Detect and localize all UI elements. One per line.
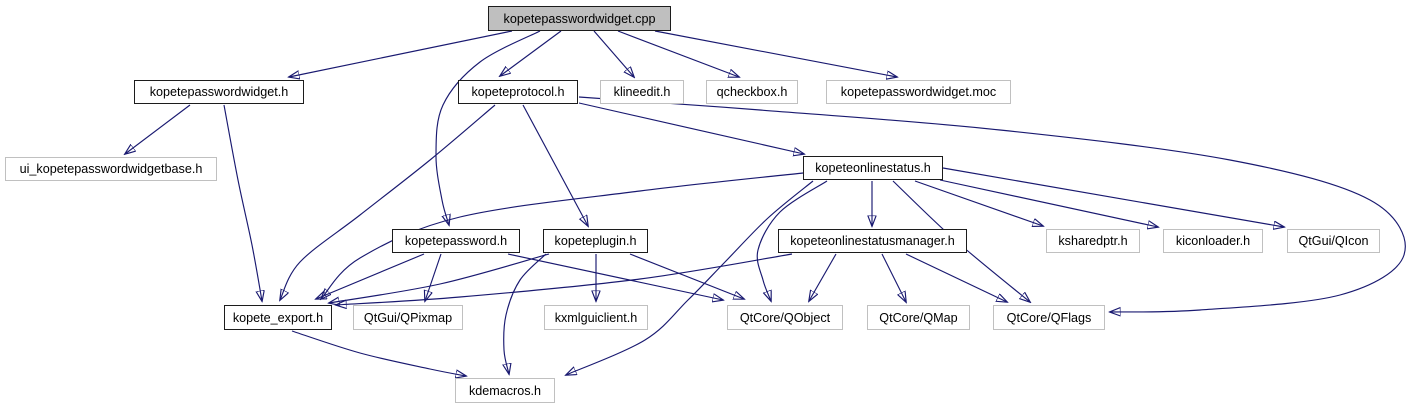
node-kdemacros: kdemacros.h xyxy=(455,378,555,403)
edge-manager-export xyxy=(336,253,793,305)
node-qflags: QtCore/QFlags xyxy=(993,305,1105,330)
edge-cpp-klineedit xyxy=(593,30,634,77)
edge-protocol-plugin xyxy=(522,104,588,226)
edge-manager-qflags xyxy=(905,253,1007,302)
edge-onlinestatus-qicon xyxy=(942,167,1284,227)
node-label-moc: kopetepasswordwidget.moc xyxy=(840,85,997,99)
edge-cpp-qcheckbox xyxy=(617,30,739,77)
node-label-qmap: QtCore/QMap xyxy=(879,310,958,325)
edge-protocol-export xyxy=(280,104,496,300)
node-label-qcheckbox: qcheckbox.h xyxy=(716,85,788,99)
node-export[interactable]: kopete_export.h xyxy=(224,305,332,330)
node-label-kiconloader: kiconloader.h xyxy=(1175,234,1251,248)
node-protocol[interactable]: kopeteprotocol.h xyxy=(458,80,578,104)
node-label-protocol: kopeteprotocol.h xyxy=(471,85,565,99)
node-qobject: QtCore/QObject xyxy=(727,305,843,330)
edge-export-kdemacros xyxy=(291,330,466,376)
edge-plugin-qobject xyxy=(629,253,744,299)
edge-cpp-protocol xyxy=(500,30,562,76)
node-label-qpixmap: QtGui/QPixmap xyxy=(363,310,453,325)
node-label-manager: kopeteonlinestatusmanager.h xyxy=(790,234,955,248)
node-kiconloader: kiconloader.h xyxy=(1163,229,1263,253)
node-label-kxmlguiclient: kxmlguiclient.h xyxy=(554,310,638,325)
node-qicon: QtGui/QIcon xyxy=(1287,229,1380,253)
edge-onlinestatus-ksharedptr xyxy=(914,180,1043,226)
node-label-qicon: QtGui/QIcon xyxy=(1298,234,1369,248)
node-ksharedptr: ksharedptr.h xyxy=(1046,229,1140,253)
node-label-ui_base: ui_kopetepasswordwidgetbase.h xyxy=(19,162,203,176)
edge-pwwidget_h-ui_base xyxy=(125,104,191,154)
node-label-cpp: kopetepasswordwidget.cpp xyxy=(503,11,656,26)
node-label-qobject: QtCore/QObject xyxy=(739,310,831,325)
node-label-klineedit: klineedit.h xyxy=(613,85,671,99)
node-moc: kopetepasswordwidget.moc xyxy=(826,80,1011,104)
edge-protocol-onlinestatus xyxy=(578,102,804,154)
edge-onlinestatus-export xyxy=(321,172,804,299)
edge-plugin-export xyxy=(329,253,550,303)
edge-manager-qobject xyxy=(809,253,837,301)
node-label-password: kopetepassword.h xyxy=(404,234,508,248)
node-password[interactable]: kopetepassword.h xyxy=(392,229,520,253)
edge-cpp-moc xyxy=(654,30,897,77)
node-cpp[interactable]: kopetepasswordwidget.cpp xyxy=(488,6,671,31)
edge-pwwidget_h-export xyxy=(223,104,262,301)
edges-group xyxy=(125,30,1406,376)
edge-plugin-kdemacros xyxy=(504,253,547,374)
node-klineedit: klineedit.h xyxy=(600,80,684,104)
node-label-kdemacros: kdemacros.h xyxy=(468,383,542,398)
node-ui_base: ui_kopetepasswordwidgetbase.h xyxy=(5,157,217,181)
node-pwwidget_h[interactable]: kopetepasswordwidget.h xyxy=(134,80,304,104)
edge-cpp-password xyxy=(435,30,541,225)
node-qmap: QtCore/QMap xyxy=(867,305,970,330)
node-label-plugin: kopeteplugin.h xyxy=(554,234,637,248)
edge-password-export xyxy=(316,253,425,299)
node-qcheckbox: qcheckbox.h xyxy=(706,80,798,104)
node-kxmlguiclient: kxmlguiclient.h xyxy=(544,305,648,330)
edge-password-qobject xyxy=(507,253,723,300)
node-label-onlinestatus: kopeteonlinestatus.h xyxy=(815,161,931,175)
edge-password-qpixmap xyxy=(425,253,442,301)
edge-protocol-qflags xyxy=(578,96,1406,312)
edge-onlinestatus-kiconloader xyxy=(939,179,1158,227)
node-label-ksharedptr: ksharedptr.h xyxy=(1058,234,1128,248)
node-qpixmap: QtGui/QPixmap xyxy=(353,305,463,330)
edge-onlinestatus-kdemacros xyxy=(566,180,814,375)
edge-onlinestatus-qobject xyxy=(756,180,828,301)
node-manager[interactable]: kopeteonlinestatusmanager.h xyxy=(778,229,967,253)
node-label-qflags: QtCore/QFlags xyxy=(1006,310,1092,325)
edge-cpp-pwwidget_h xyxy=(289,30,513,77)
node-label-pwwidget_h: kopetepasswordwidget.h xyxy=(149,85,289,99)
node-onlinestatus[interactable]: kopeteonlinestatus.h xyxy=(803,156,943,180)
node-label-export: kopete_export.h xyxy=(232,310,324,325)
node-plugin[interactable]: kopeteplugin.h xyxy=(543,229,648,253)
edge-manager-qmap xyxy=(881,253,906,302)
